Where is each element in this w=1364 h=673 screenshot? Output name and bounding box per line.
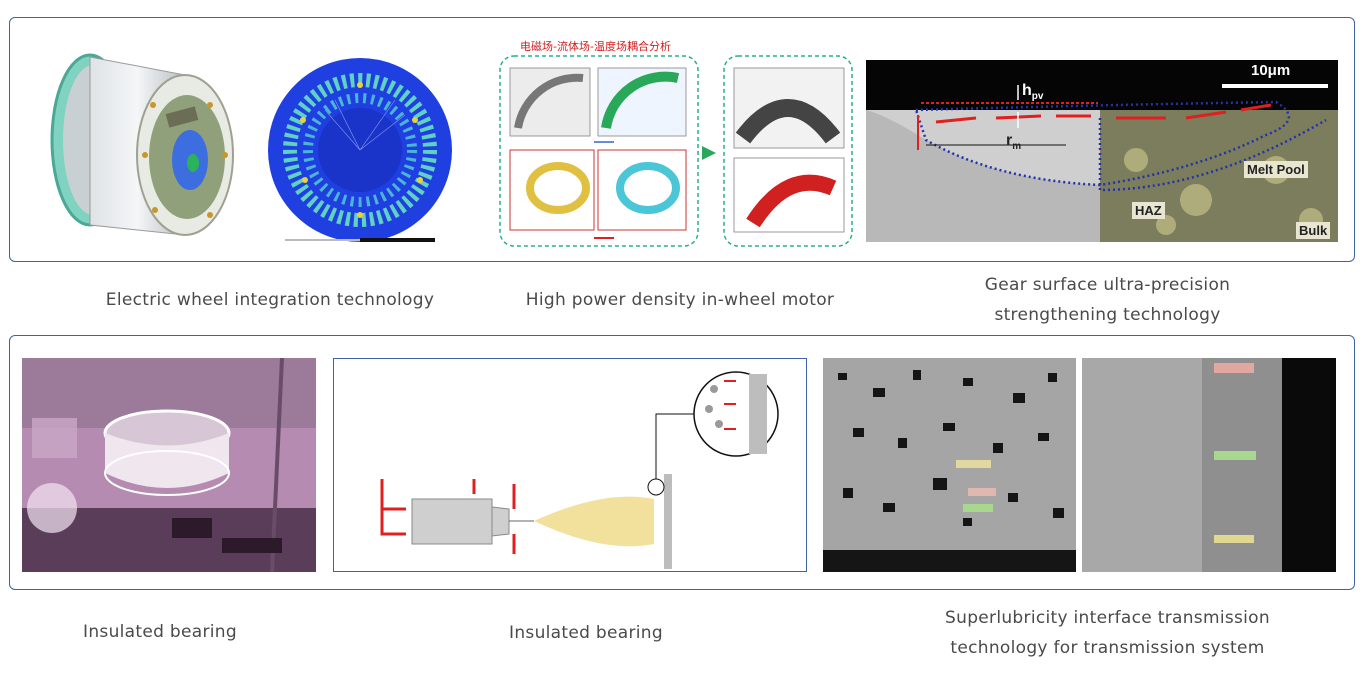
caption-insulated-bearing-1: Insulated bearing [83,622,237,642]
insulated-bearing-photo [22,358,316,572]
r-m-label: rm [1006,132,1022,153]
bulk-label: Bulk [1296,222,1331,239]
caption-in-wheel-motor: High power density in-wheel motor [525,290,835,310]
melt-pool-label: Melt Pool [1244,161,1308,178]
stator-field-image [265,40,475,245]
caption-electric-wheel: Electric wheel integration technology [105,290,435,310]
haz-label: HAZ [1132,202,1165,219]
caption-gear-line2: strengthening technology [994,305,1221,325]
spray-coating-diagram [333,358,807,572]
caption-gear-line1: Gear surface ultra-precision [984,275,1231,295]
coupling-title: 电磁场-流体场-温度场耦合分析 [520,39,671,53]
caption-insulated-bearing-2: Insulated bearing [509,623,663,643]
h-pv-label: hpv [1022,82,1044,103]
electric-wheel-image [35,45,250,250]
gear-melt-pool-image: 10μm hpv rm Melt Pool HAZ Bulk [866,60,1338,242]
scale-bar-label: 10μm [1251,62,1291,79]
superlubricity-sem-image-1 [823,358,1076,572]
superlubricity-sem-image-2 [1082,358,1336,572]
coupling-analysis-figure: 电磁场-流体场-温度场耦合分析 [498,38,858,250]
caption-superlubricity-line1: Superlubricity interface transmission [945,608,1270,628]
caption-superlubricity-line2: technology for transmission system [950,638,1265,658]
